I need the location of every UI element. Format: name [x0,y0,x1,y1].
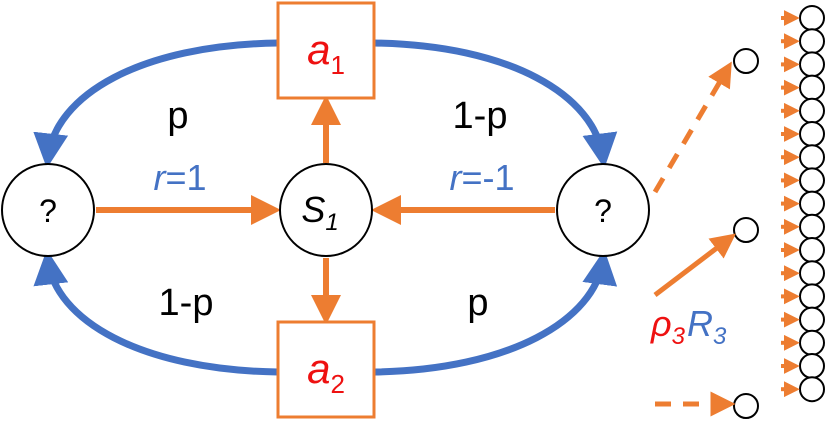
dashed-arrow-to-top-node [652,61,732,194]
arc-bottom-right [373,249,618,376]
successor-node [799,74,825,101]
state-center-label: S1 [301,189,338,236]
successor-node [799,306,825,333]
state-right-label: ? [594,193,612,229]
state-right [556,163,650,257]
prob-top-left: p [167,95,188,137]
side-node-bottom [733,393,759,419]
arc-top-left [33,39,279,169]
state-center [279,163,373,257]
side-node-middle [733,217,759,243]
successor-node [799,97,825,124]
prob-bottom-left: 1-p [159,282,214,324]
action-box-a1 [276,1,376,100]
successor-node [799,190,825,217]
reward-left: r=1 [153,157,206,198]
successor-node [799,167,825,194]
successor-node [799,353,825,379]
successor-column [781,5,825,403]
state-left [1,163,95,257]
action-a2-label: a2 [307,345,345,399]
successor-node [799,260,825,287]
successor-node [799,5,825,31]
successor-node [799,237,825,263]
prob-bottom-right: p [467,282,488,324]
successor-node [799,51,825,78]
action-box-a2 [276,320,376,419]
reward-right: r=-1 [449,157,514,198]
successor-node [799,144,825,171]
successor-node [799,28,825,55]
rho-R-label: ρ3R3 [650,303,727,350]
state-left-label: ? [39,193,57,229]
arc-top-right [373,39,618,169]
successor-node [799,329,825,356]
action-a1-label: a1 [307,26,345,80]
successor-node [799,213,825,240]
successor-node [799,376,825,403]
prob-top-right: 1-p [453,95,508,137]
arrow-to-middle-node [653,233,736,297]
successor-node [799,121,825,147]
arc-bottom-left [33,249,279,376]
successor-node [799,283,825,310]
side-node-top [733,48,759,74]
